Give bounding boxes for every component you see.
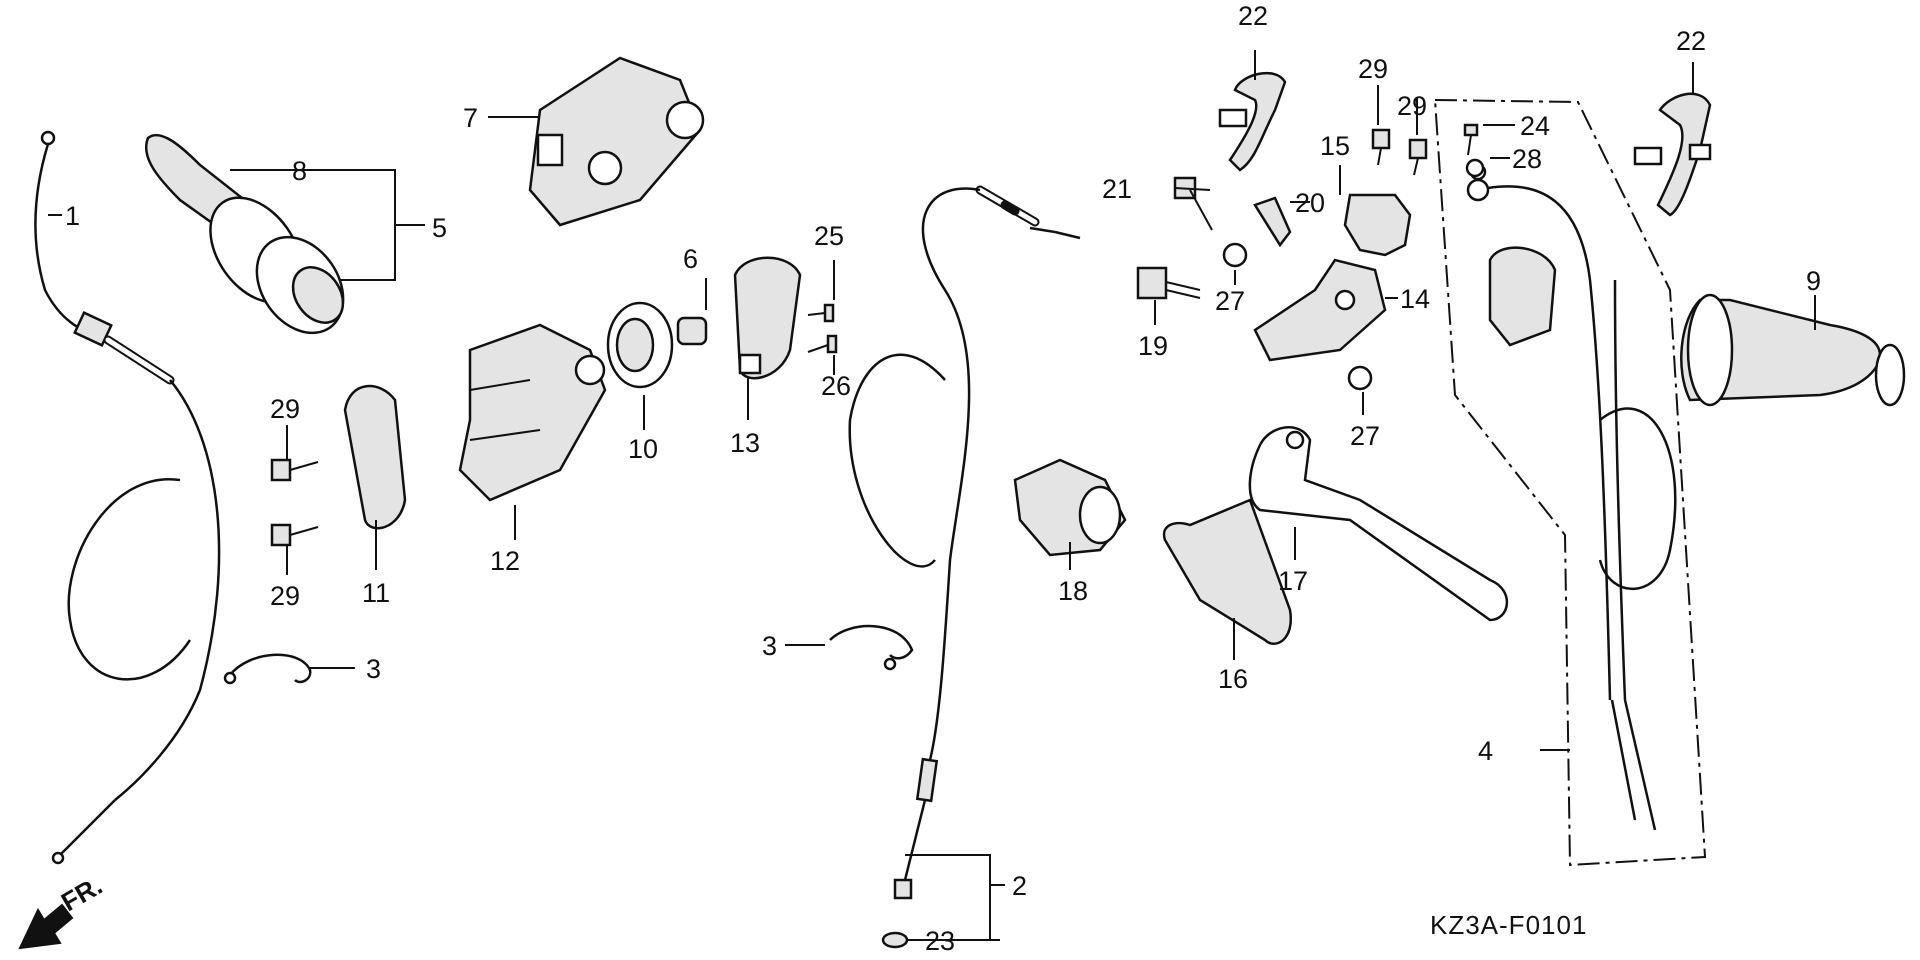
callout-8: 8 — [292, 156, 307, 186]
clutch-lever — [1248, 426, 1509, 622]
washer-28 — [1465, 158, 1485, 178]
callout-24: 24 — [1520, 111, 1550, 141]
throttle-housing — [458, 323, 607, 502]
throttle-cable — [34, 130, 221, 865]
collar — [676, 316, 708, 346]
callout-20: 20 — [1295, 188, 1325, 218]
lever-guard — [1162, 498, 1293, 645]
washer-23 — [881, 931, 909, 949]
callout-16: 16 — [1218, 664, 1248, 694]
leader-lines — [48, 50, 1816, 941]
callout-27-top: 27 — [1215, 286, 1245, 316]
callout-1: 1 — [65, 201, 80, 231]
callout-9: 9 — [1806, 266, 1821, 296]
bolt-21 — [1173, 176, 1213, 231]
throttle-pulley — [606, 301, 674, 389]
callout-23: 23 — [925, 926, 955, 956]
callout-29-right-a: 29 — [1358, 54, 1388, 84]
adjuster-19 — [1136, 266, 1201, 300]
callout-13: 13 — [730, 428, 760, 458]
callout-26: 26 — [821, 371, 851, 401]
diagram-code: KZ3A-F0101 — [1430, 910, 1587, 940]
adjuster-bolt-20 — [1253, 196, 1292, 248]
callout-22-right: 22 — [1676, 26, 1706, 56]
callout-5: 5 — [432, 213, 447, 243]
bolts-29-right — [1371, 128, 1428, 176]
screws-25-26 — [807, 303, 838, 354]
callout-4: 4 — [1478, 736, 1493, 766]
callout-29-left-top: 29 — [270, 394, 300, 424]
callout-21: 21 — [1102, 174, 1132, 204]
callout-27-bottom: 27 — [1350, 421, 1380, 451]
callout-29-right-b: 29 — [1397, 91, 1427, 121]
pulley-cover — [733, 256, 802, 380]
clutch-lever-holder — [1253, 258, 1387, 362]
screw-24 — [1463, 123, 1479, 156]
throttle-grip-assembly — [145, 133, 345, 335]
callout-29-left-bottom: 29 — [270, 581, 300, 611]
callout-2: 2 — [1012, 871, 1027, 901]
callout-12: 12 — [490, 546, 520, 576]
callout-19: 19 — [1138, 331, 1168, 361]
callout-3-left: 3 — [366, 654, 381, 684]
engine-stop-switch — [1013, 458, 1127, 557]
callout-15: 15 — [1320, 131, 1350, 161]
cable-clip-left — [223, 653, 312, 685]
callout-labels: 1 8 5 7 6 25 26 10 13 12 11 29 29 3 3 21… — [65, 1, 1821, 956]
callout-10: 10 — [628, 434, 658, 464]
band-right — [1633, 92, 1712, 217]
cable-clip-center — [829, 624, 914, 671]
callout-3-center: 3 — [762, 631, 777, 661]
callout-25: 25 — [814, 221, 844, 251]
throttle-housing-cover — [528, 56, 705, 227]
callout-11: 11 — [362, 578, 390, 608]
bolts-29-left — [270, 458, 319, 547]
nuts-27 — [1222, 242, 1373, 391]
clutch-cable — [848, 185, 1081, 900]
lever-holder-clamp — [1343, 193, 1412, 257]
callout-18: 18 — [1058, 576, 1088, 606]
callout-6: 6 — [683, 244, 698, 274]
callout-22-left: 22 — [1238, 1, 1268, 31]
callout-17: 17 — [1278, 566, 1308, 596]
band-left — [1218, 71, 1287, 172]
callout-7: 7 — [463, 103, 478, 133]
front-direction-arrow: FR. — [18, 870, 107, 950]
callout-28: 28 — [1512, 144, 1542, 174]
left-grip — [1680, 293, 1906, 407]
callout-14: 14 — [1400, 284, 1430, 314]
holder — [343, 384, 407, 530]
